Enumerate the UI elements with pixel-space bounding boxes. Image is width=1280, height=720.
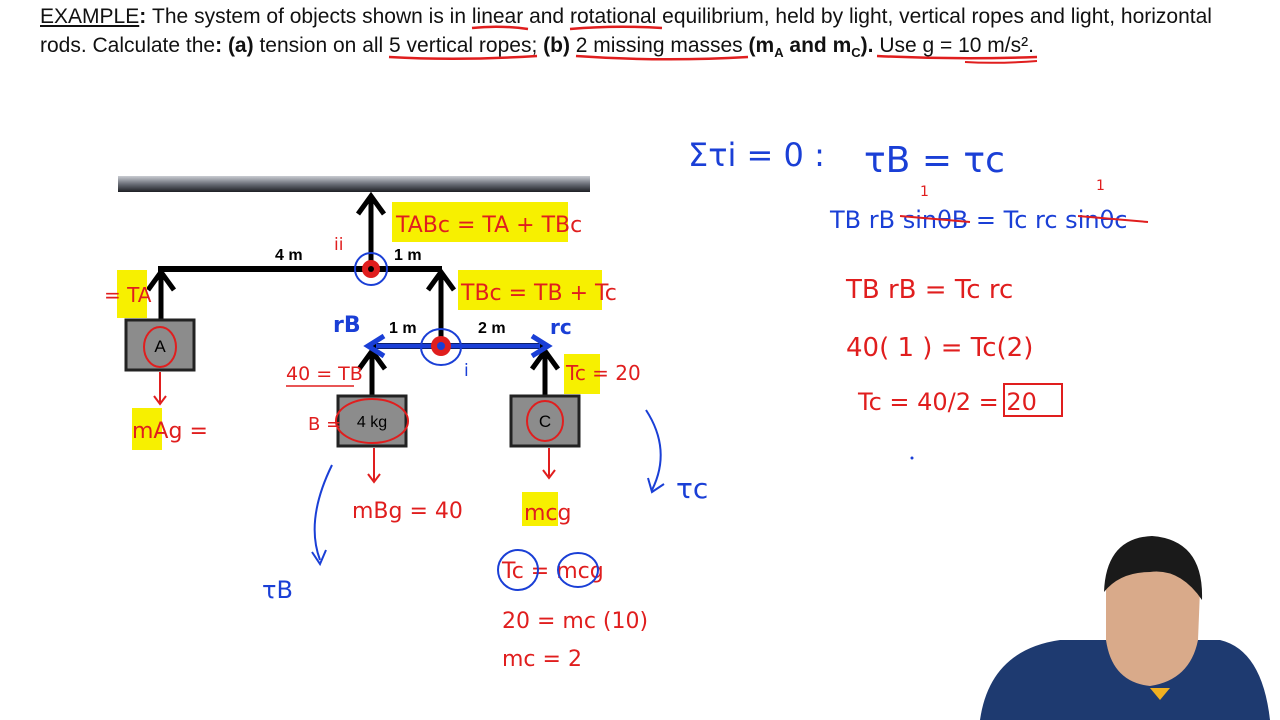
rotational-underline — [569, 25, 663, 31]
dist-4m: 4 m — [275, 247, 303, 264]
tau-c-label: τc — [676, 472, 708, 505]
text-1: The system of objects shown is in — [152, 5, 472, 28]
presenter-video — [980, 536, 1270, 720]
five-ropes-underline — [388, 54, 538, 61]
arrow-t-b — [356, 346, 388, 396]
use-g-underline — [877, 54, 1038, 64]
arrow-t-abc — [355, 191, 387, 268]
red-annotations: TABc = TA + TBc TBc = TB + Tc = TA 40 = … — [104, 213, 648, 672]
upper-rod — [158, 266, 442, 272]
part-a-label: (a) — [227, 34, 254, 57]
dist-2m: 2 m — [478, 320, 506, 337]
torque-line-1: TB rB sinθB = Tc rc sinθc — [829, 206, 1127, 234]
example-label: EXAMPLE — [40, 5, 140, 28]
part-b-label: (b) — [537, 34, 570, 57]
tb-label: 40 = TB — [286, 363, 363, 385]
dist-1m-low: 1 m — [389, 320, 417, 337]
text-2: equilibrium, held by light, vertical rop… — [40, 5, 1212, 57]
ta-label: = TA — [104, 283, 152, 307]
colon-2: : — [215, 34, 228, 57]
use-g-phrase: Use g = 10 m/s². — [873, 34, 1038, 64]
linear-underline — [471, 25, 529, 31]
torque-line-2: TB rB = Tc rc — [845, 275, 1013, 305]
mc-result: mc = 2 — [502, 647, 582, 672]
b-label: B = — [308, 414, 341, 435]
rc-label: rc — [550, 315, 572, 339]
arrow-t-c — [529, 346, 561, 396]
pivot-i-label: i — [464, 361, 469, 381]
t-abc-equation: TABc = TA + TBc — [395, 213, 582, 238]
pivot-ii: ii — [334, 235, 388, 286]
rotational-text: rotational — [569, 5, 657, 28]
highlights — [117, 202, 602, 526]
block-a: A — [124, 318, 196, 372]
mc-g-label: mcg — [524, 501, 572, 526]
arrow-t-bc — [425, 267, 457, 345]
sub-a: A — [774, 45, 784, 61]
masses-paren: (m — [742, 34, 775, 57]
ma-g-label: mAg = — [132, 419, 208, 444]
two-masses-text: 2 missing masses — [575, 34, 743, 57]
sum-torque: Στi = 0 : — [688, 136, 825, 174]
tension-arrows — [145, 191, 561, 396]
block-a-label: A — [154, 337, 166, 356]
tau-b-label: τB — [262, 576, 293, 604]
pivot-i: i — [420, 328, 469, 381]
t-bc-equation: TBc = TB + Tc — [460, 281, 617, 306]
colon: : — [139, 5, 153, 28]
block-c-label: C — [539, 412, 551, 431]
torque-line-3: 40( 1 ) = Tc(2) — [846, 333, 1033, 363]
problem-statement: EXAMPLE: The system of objects shown is … — [40, 2, 1260, 67]
tc-label: Tc = 20 — [565, 361, 641, 385]
rotational-word: rotational — [569, 5, 663, 31]
tc-mcg-equation: Tc = mcg — [501, 559, 604, 584]
and-text: and — [523, 5, 570, 28]
ceiling — [118, 176, 590, 192]
twenty-equation: 20 = mc (10) — [502, 609, 648, 634]
close-paren: ). — [860, 34, 874, 57]
block-b-label: 4 kg — [357, 414, 387, 431]
torque-arrows: τB τc — [262, 409, 708, 604]
arrow-t-a — [145, 267, 177, 320]
semicolon: ; — [531, 34, 538, 57]
lever-arms — [363, 333, 553, 359]
five-ropes-phrase: 5 vertical ropes — [388, 34, 538, 61]
block-c: C — [509, 394, 581, 448]
linear-text: linear — [471, 5, 524, 28]
one-mark-1: 1 — [920, 184, 929, 200]
dist-1m-top: 1 m — [394, 247, 422, 264]
pivot-ii-label: ii — [334, 235, 343, 255]
mb-g-label: mBg = 40 — [352, 499, 463, 524]
derivation: Στi = 0 : τB = τc TB rB sinθB = Tc rc si… — [688, 136, 1149, 460]
text-3: tension on all — [253, 34, 390, 57]
sub-c: C — [851, 45, 861, 61]
rb-label: rB — [333, 313, 361, 338]
five-ropes-text: 5 vertical ropes — [389, 34, 532, 57]
tau-equation: τB = τc — [864, 140, 1005, 181]
one-mark-2: 1 — [1096, 178, 1105, 194]
block-b: 4 kg — [335, 394, 409, 448]
use-g-text: Use g = 10 m/s². — [873, 34, 1034, 57]
two-masses-phrase: 2 missing masses — [575, 34, 748, 61]
torque-line-4: Tc = 40/2 = 20 — [857, 388, 1037, 416]
linear-word: linear — [471, 5, 529, 31]
weight-arrows — [153, 372, 556, 484]
two-masses-underline — [575, 54, 748, 61]
and-m: and m — [783, 34, 852, 57]
